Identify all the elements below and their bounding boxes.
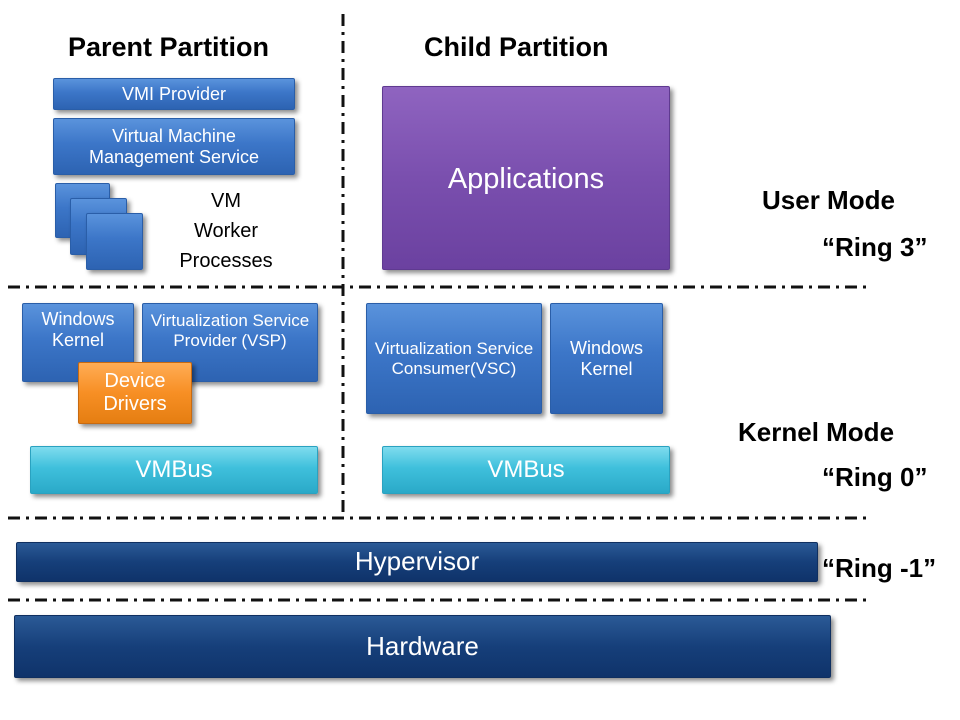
ring-minus1-label: “Ring -1” xyxy=(822,553,937,583)
vmi-provider-label: VMI Provider xyxy=(121,83,227,104)
device-drivers-box: Device Drivers xyxy=(78,362,192,424)
vsc-box: Virtualization Service Consumer(VSC) xyxy=(366,303,542,414)
ring3-label: “Ring 3” xyxy=(822,232,928,262)
device-drivers-label: Device Drivers xyxy=(103,370,167,415)
vm-worker-stack-3 xyxy=(86,213,143,270)
child-vmbus-box: VMBus xyxy=(382,446,670,494)
hardware-label: Hardware xyxy=(366,630,479,661)
kernel-mode-label: Kernel Mode xyxy=(738,417,895,447)
parent-vmbus-box: VMBus xyxy=(30,446,318,494)
applications-label: Applications xyxy=(447,163,605,195)
vsc-label: Virtualization Service Consumer(VSC) xyxy=(374,338,534,378)
vm-worker-line-1: VM xyxy=(211,190,241,212)
vmms-label: Virtual Machine Management Service xyxy=(88,125,260,167)
vm-worker-processes-label: VM Worker Processes xyxy=(170,186,282,276)
vsp-label: Virtualization Service Provider (VSP) xyxy=(150,311,310,350)
child-partition-title: Child Partition xyxy=(424,32,609,62)
hypervisor-label: Hypervisor xyxy=(354,546,480,577)
parent-partition-title: Parent Partition xyxy=(68,32,270,62)
parent-windows-kernel-label: Windows Kernel xyxy=(41,309,115,350)
user-mode-label: User Mode xyxy=(762,185,895,215)
hypervisor-box: Hypervisor xyxy=(16,542,818,582)
child-vmbus-label: VMBus xyxy=(487,456,565,484)
parent-vmbus-label: VMBus xyxy=(135,456,213,484)
vmms-box: Virtual Machine Management Service xyxy=(53,118,295,175)
child-windows-kernel-label: Windows Kernel xyxy=(569,337,644,379)
ring0-label: “Ring 0” xyxy=(822,462,928,492)
vm-worker-line-3: Processes xyxy=(179,250,273,272)
child-windows-kernel-box: Windows Kernel xyxy=(550,303,663,414)
applications-box: Applications xyxy=(382,86,670,270)
hardware-box: Hardware xyxy=(14,615,831,678)
vm-worker-line-2: Worker xyxy=(193,220,259,242)
vmi-provider-box: VMI Provider xyxy=(53,78,295,110)
